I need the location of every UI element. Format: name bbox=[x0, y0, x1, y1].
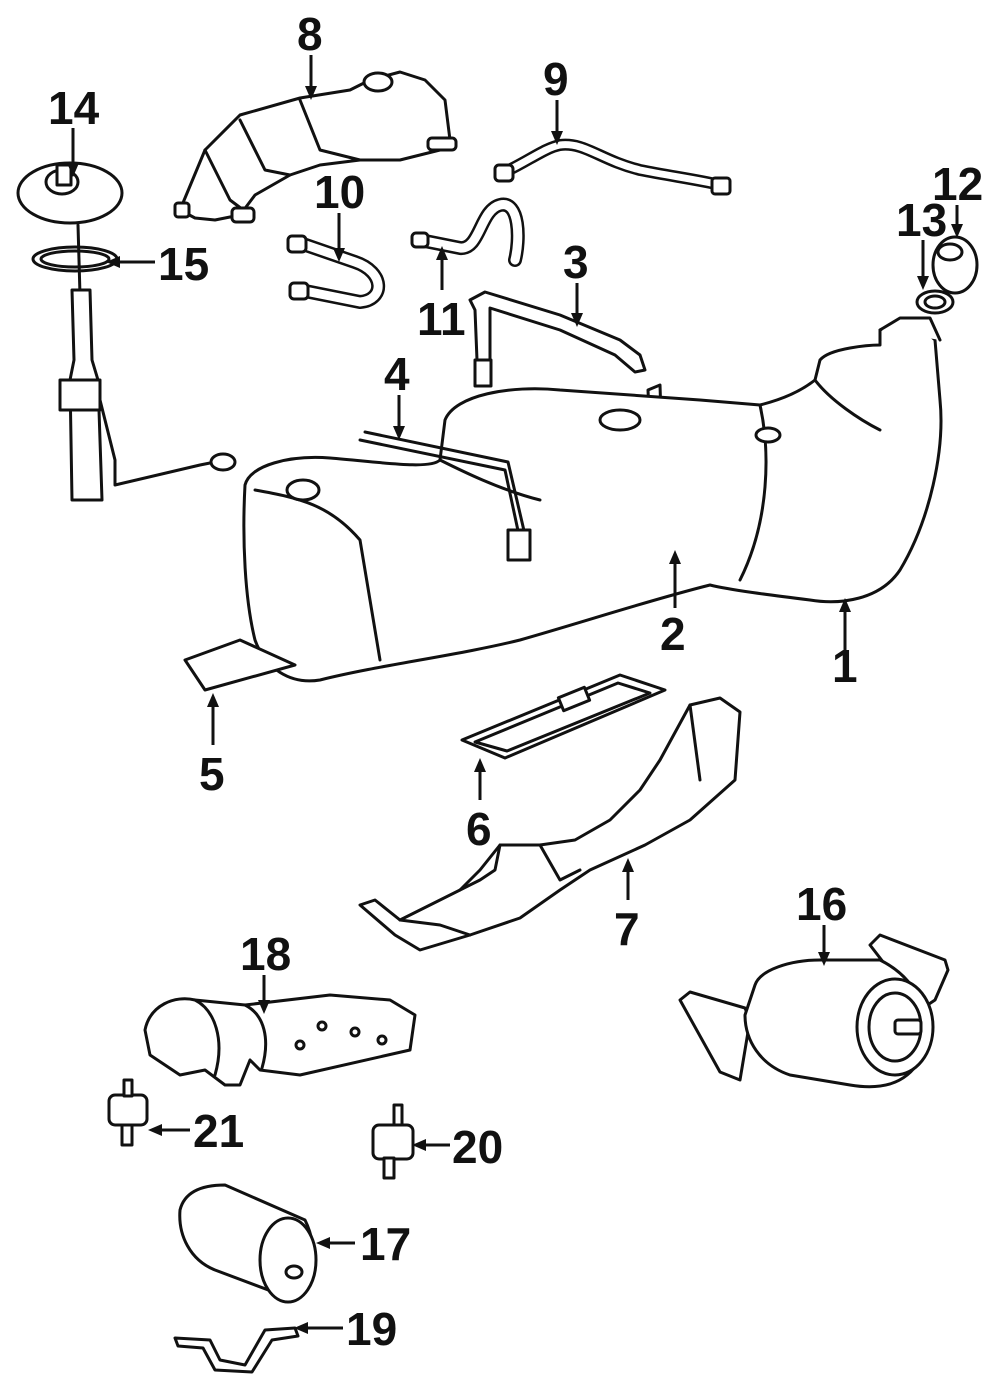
part-9-vent-hose bbox=[493, 138, 732, 196]
part-12-cap bbox=[931, 235, 979, 295]
callout-4-label: 4 bbox=[384, 348, 410, 400]
part-13-gasket bbox=[915, 289, 955, 315]
part-20-mount bbox=[371, 1103, 415, 1180]
callout-10: 10 bbox=[314, 166, 365, 262]
callout-11-label: 11 bbox=[417, 293, 466, 345]
part-6-pad bbox=[460, 673, 667, 760]
callout-19-label: 19 bbox=[346, 1303, 397, 1355]
callout-17-label: 17 bbox=[360, 1218, 411, 1270]
callout-1-label: 1 bbox=[832, 640, 858, 692]
part-14-fuel-sender bbox=[16, 161, 237, 502]
callout-12: 12 bbox=[932, 158, 983, 238]
callout-20-label: 20 bbox=[452, 1121, 503, 1173]
part-1-fuel-tank bbox=[242, 316, 943, 683]
callout-2-label: 2 bbox=[660, 608, 686, 660]
callout-6-label: 6 bbox=[466, 803, 492, 855]
part-7-skid-plate bbox=[358, 696, 742, 952]
callout-16: 16 bbox=[796, 878, 847, 966]
part-19-clamp bbox=[173, 1326, 300, 1374]
part-5-shield bbox=[183, 638, 297, 692]
callout-4: 4 bbox=[384, 348, 410, 440]
callout-6: 6 bbox=[466, 758, 492, 855]
callout-18: 18 bbox=[240, 928, 291, 1014]
callout-11: 11 bbox=[417, 246, 466, 345]
callout-13: 13 bbox=[896, 194, 947, 290]
part-11-hose bbox=[410, 197, 525, 267]
callout-15-label: 15 bbox=[158, 238, 209, 290]
callout-10-label: 10 bbox=[314, 166, 365, 218]
callout-9: 9 bbox=[543, 53, 569, 145]
callout-17: 17 bbox=[316, 1218, 411, 1270]
callout-12-label: 12 bbox=[932, 158, 983, 210]
callout-15: 15 bbox=[106, 238, 209, 290]
callout-1: 1 bbox=[832, 598, 858, 692]
callout-7-label: 7 bbox=[614, 903, 640, 955]
callout-21: 21 bbox=[148, 1105, 244, 1157]
callout-7: 7 bbox=[614, 858, 640, 955]
callout-18-label: 18 bbox=[240, 928, 291, 980]
part-16-fuel-filter bbox=[678, 933, 950, 1089]
callout-9-label: 9 bbox=[543, 53, 569, 105]
callout-21-label: 21 bbox=[193, 1105, 244, 1157]
callout-3: 3 bbox=[563, 236, 589, 327]
part-4-strap bbox=[358, 430, 532, 562]
callout-20: 20 bbox=[412, 1121, 503, 1173]
part-3-strap bbox=[468, 290, 647, 388]
part-15-o-ring bbox=[31, 245, 119, 273]
part-21-mount bbox=[107, 1078, 149, 1147]
callout-13-label: 13 bbox=[896, 194, 947, 246]
callout-8-label: 8 bbox=[297, 8, 323, 60]
callout-8: 8 bbox=[297, 8, 323, 100]
callout-5: 5 bbox=[199, 693, 225, 800]
callout-2: 2 bbox=[660, 550, 686, 660]
part-8-filler-housing bbox=[173, 70, 458, 224]
callout-14-label: 14 bbox=[48, 82, 100, 134]
part-10-hose bbox=[286, 234, 386, 309]
part-17-filter bbox=[178, 1183, 318, 1304]
callout-16-label: 16 bbox=[796, 878, 847, 930]
part-18-bracket bbox=[143, 993, 417, 1087]
callout-19: 19 bbox=[294, 1303, 397, 1355]
callout-5-label: 5 bbox=[199, 748, 225, 800]
callout-3-label: 3 bbox=[563, 236, 589, 288]
callout-14: 14 bbox=[48, 82, 100, 177]
